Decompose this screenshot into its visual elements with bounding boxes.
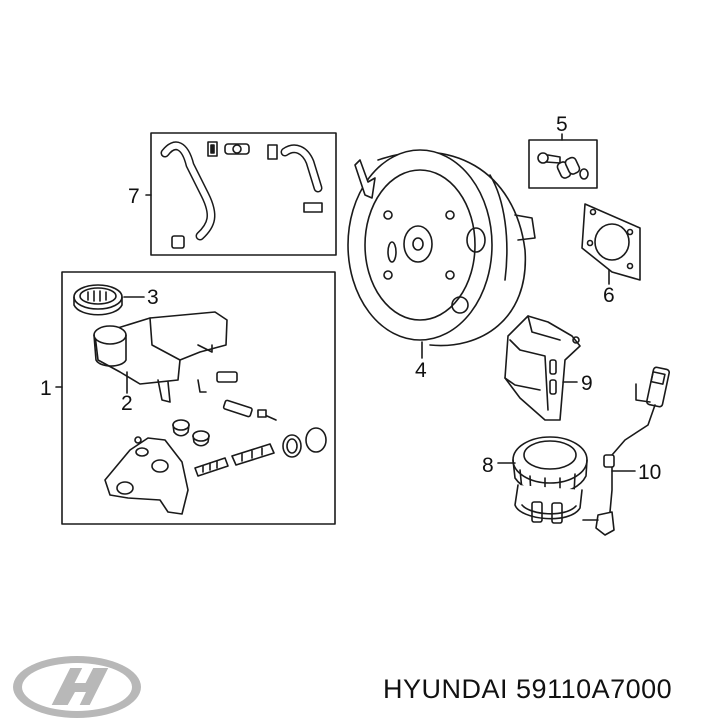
grommets-and-pins <box>172 399 277 447</box>
part-number: 59110A7000 <box>516 674 673 704</box>
hyundai-logo-icon <box>13 656 141 718</box>
reservoir-cap <box>73 284 123 316</box>
fluid-reservoir <box>93 311 238 403</box>
callout-10: 10 <box>638 461 662 484</box>
piston-kit <box>194 427 327 477</box>
callout-8: 8 <box>482 454 494 477</box>
bolt-kit <box>537 152 589 180</box>
callout-2: 2 <box>121 392 133 415</box>
callout-4: 4 <box>415 359 427 382</box>
callout-5: 5 <box>556 113 568 136</box>
callout-1: 1 <box>40 377 52 400</box>
callout-7: 7 <box>128 185 140 208</box>
master-cylinder-box <box>61 271 336 525</box>
vacuum-pump <box>512 436 588 524</box>
callout-9: 9 <box>581 372 593 395</box>
cylinder-body <box>104 436 189 515</box>
callout-3: 3 <box>147 286 159 309</box>
part-caption: HYUNDAI 59110A7000 <box>383 674 672 705</box>
hose-kit-box <box>150 132 337 256</box>
pump-bracket <box>504 315 581 421</box>
vacuum-hose <box>160 141 323 249</box>
brake-booster <box>347 149 536 347</box>
callout-6: 6 <box>603 284 615 307</box>
brand-name: HYUNDAI <box>383 674 509 704</box>
wiring-harness <box>582 366 671 536</box>
gasket <box>581 203 641 281</box>
bolt-kit-box <box>528 139 598 189</box>
